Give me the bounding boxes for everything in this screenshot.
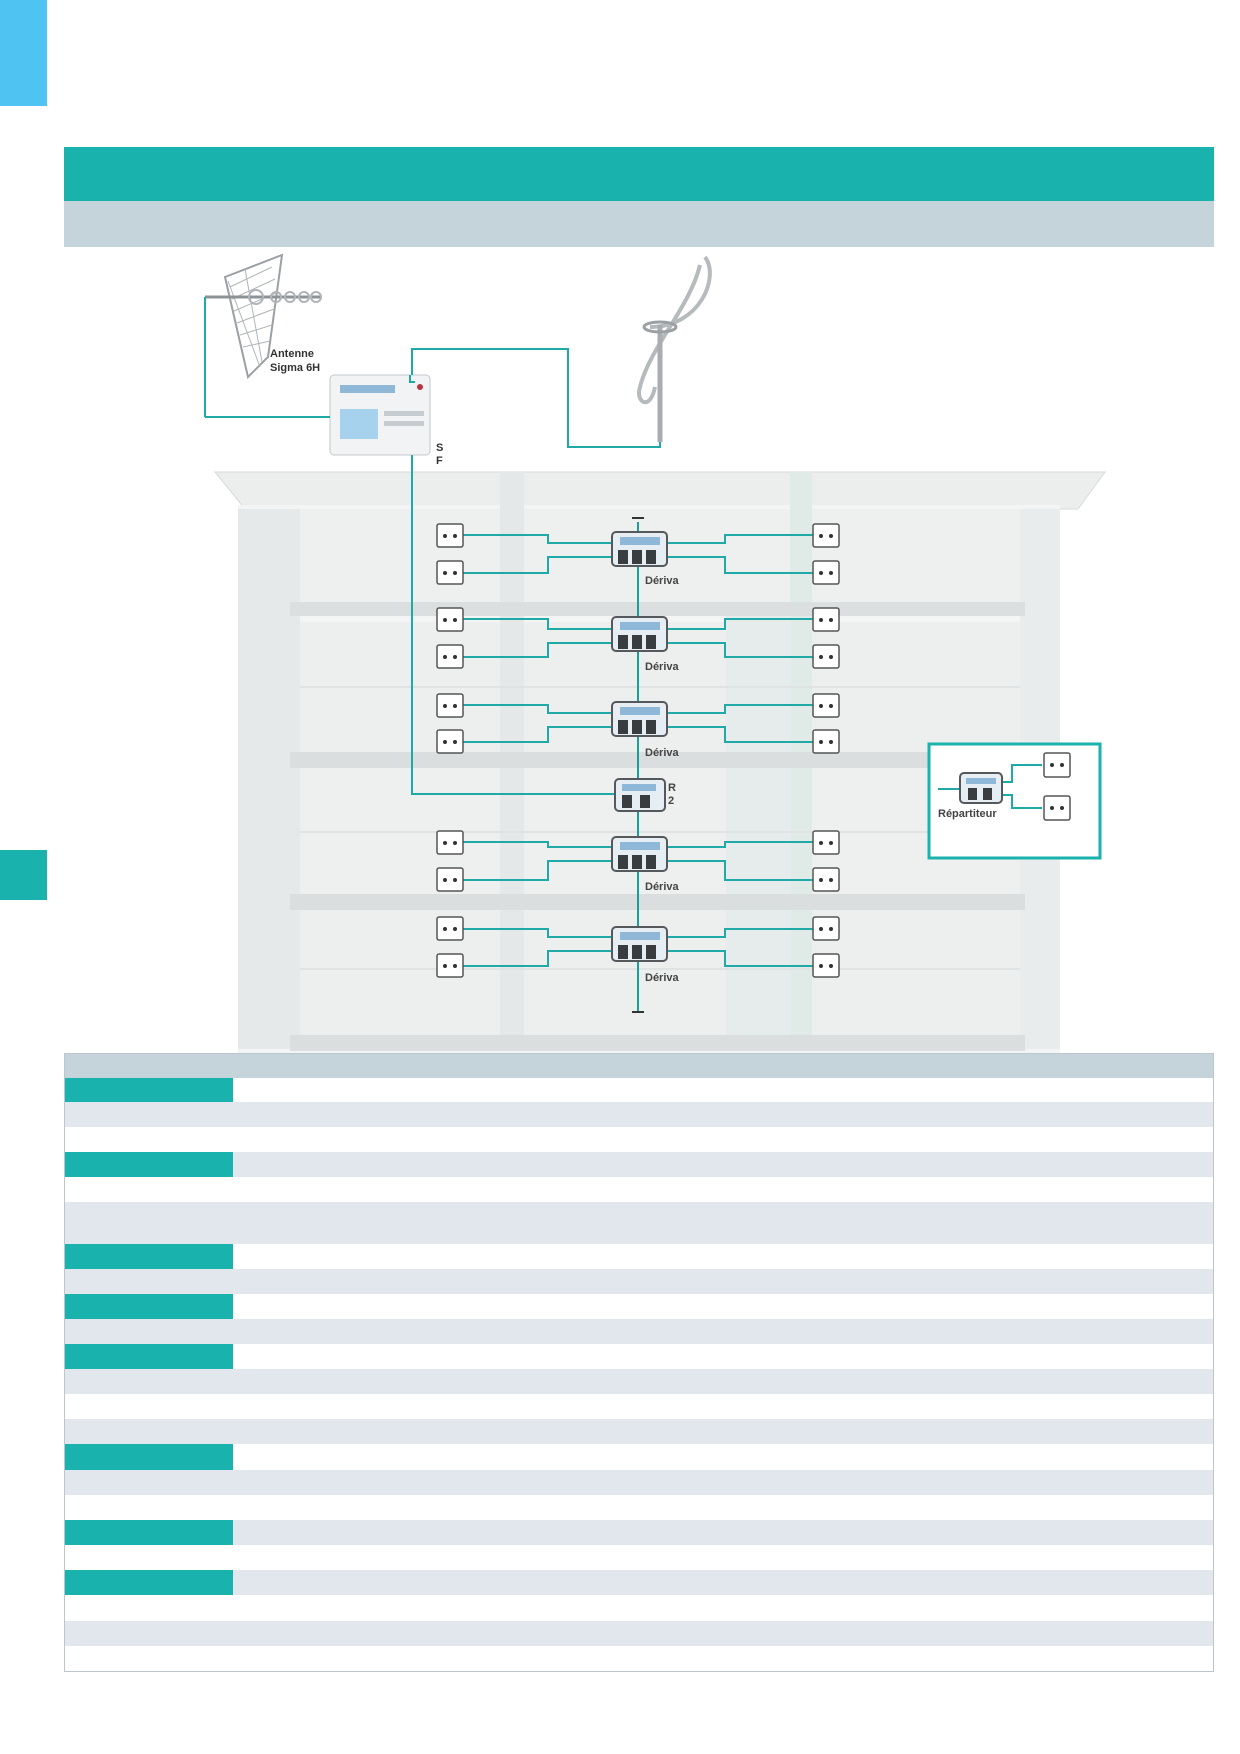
spec-table: [64, 1053, 1214, 1672]
table-row: [65, 1269, 1213, 1294]
table-row: [65, 1078, 1213, 1102]
table-row: [65, 1102, 1213, 1127]
table-row: [65, 1127, 1213, 1152]
table-row: [65, 1470, 1213, 1495]
table-row-label-cell: [65, 1152, 233, 1177]
table-row-label-cell: [65, 1570, 233, 1595]
splitter-icon: [614, 778, 666, 812]
tap-label: Dériva: [645, 881, 680, 893]
tap-level-1: [453, 531, 813, 574]
tap-level-5: [453, 926, 813, 967]
table-row: [65, 1545, 1213, 1570]
splitter-inset: [927, 742, 1102, 860]
amplifier-label-2: F: [436, 455, 443, 467]
table-row: [65, 1520, 1213, 1545]
table-row-label-cell: [65, 1244, 233, 1269]
tap-label: Dériva: [645, 661, 680, 673]
table-row: [65, 1495, 1213, 1520]
table-row: [65, 1344, 1213, 1369]
table-row: [65, 1319, 1213, 1344]
installation-diagram: Antenne Sigma 6H S F: [0, 247, 1240, 1057]
table-row-label-cell: [65, 1078, 233, 1102]
table-row: [65, 1177, 1213, 1202]
splitter-inset-label: Répartiteur: [938, 808, 997, 820]
fm-antenna-icon: [637, 255, 712, 442]
wall-socket-icon: [436, 523, 840, 978]
table-row: [65, 1244, 1213, 1269]
table-row: [65, 1294, 1213, 1319]
page-header-band: [64, 147, 1214, 201]
tap-level-4: [453, 836, 813, 881]
page-subheader-band: [64, 201, 1214, 247]
table-row: [65, 1444, 1213, 1470]
table-row: [65, 1570, 1213, 1595]
tap-label: Dériva: [645, 972, 680, 984]
splitter-center-label-1: R: [668, 782, 676, 794]
uhf-antenna-label-2: Sigma 6H: [270, 362, 320, 374]
tap-label: Dériva: [645, 747, 680, 759]
tap-level-3: [453, 701, 813, 743]
uhf-antenna-icon: [204, 253, 322, 417]
section-tab-teal: [0, 850, 47, 900]
table-row: [65, 1202, 1213, 1244]
table-row: [65, 1054, 1213, 1078]
table-row-label-cell: [65, 1344, 233, 1369]
tap-level-2: [453, 616, 813, 658]
amplifier-icon: [329, 374, 431, 456]
table-row-label-cell: [65, 1294, 233, 1319]
amplifier-label-1: S: [436, 442, 443, 454]
table-row: [65, 1369, 1213, 1394]
table-row: [65, 1621, 1213, 1646]
table-row-label-cell: [65, 1520, 233, 1545]
building: [213, 471, 1106, 1057]
table-row: [65, 1419, 1213, 1444]
section-tab-blue: [0, 0, 47, 106]
table-row: [65, 1394, 1213, 1419]
table-row: [65, 1595, 1213, 1621]
tap-label: Dériva: [645, 575, 680, 587]
splitter-center-label-2: 2: [668, 795, 674, 807]
table-row: [65, 1152, 1213, 1177]
uhf-antenna-label-1: Antenne: [270, 348, 314, 360]
table-row-label-cell: [65, 1444, 233, 1470]
